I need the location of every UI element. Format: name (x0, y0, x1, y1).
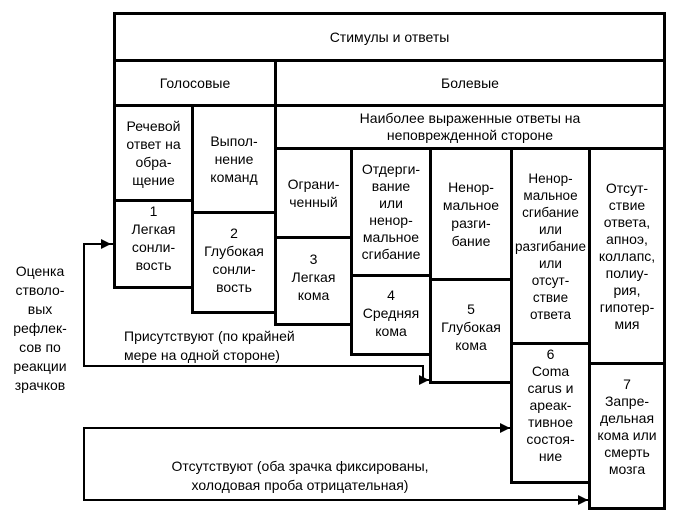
best-response-label: Наиболее выраженные ответы на неповрежде… (359, 110, 581, 143)
present-label: Присутствуют (по крайней мере на одной с… (124, 328, 295, 363)
stage-7: 7 Запре- дельная кома или смерть мозга (588, 362, 666, 510)
stimuli-header-label: Стимулы и ответы (329, 29, 450, 45)
absent-label: Отсутствуют (оба зрачка фиксированы, хол… (171, 458, 429, 493)
stage-4-label: 4 Средняя кома (362, 287, 420, 339)
response-col-withdrawal-label: Отдерги- вание или ненор- мальное сгибан… (361, 161, 421, 262)
response-col-commands-label: Выпол- нение команд (210, 133, 258, 185)
response-col-no-response: Отсут- ствие ответа, апноэ, коллапс, пол… (588, 147, 666, 365)
stage-7-label: 7 Запре- дельная кома или смерть мозга (597, 376, 657, 477)
stage-3-label: 3 Легкая кома (291, 251, 336, 303)
pain-header: Болевые (274, 59, 666, 107)
pupil-reflex-label: Оценка стволо- вых рефлек- сов по реакци… (13, 263, 67, 393)
stage-5-label: 5 Глубокая кома (441, 301, 501, 353)
response-col-extension-label: Ненор- мальное разги- бание (442, 179, 500, 249)
response-col-limited-label: Ограни- ченный (287, 176, 340, 210)
stage-1-label: 1 Легкая сонли- вость (131, 203, 176, 273)
response-col-limited: Ограни- ченный (274, 147, 353, 239)
stage-5: 5 Глубокая кома (429, 278, 513, 384)
response-col-speech-label: Речевой ответ на обра- щение (126, 118, 181, 188)
response-col-speech: Речевой ответ на обра- щение (113, 104, 194, 202)
stage-6-label: 6 Coma carus и ареак- тивное состоя- ние (526, 346, 575, 464)
response-col-flexion-extension-label: Ненор- мальное сгибание или разгибание и… (515, 170, 586, 322)
response-col-commands: Выпол- нение команд (191, 104, 277, 214)
stage-3: 3 Легкая кома (274, 236, 353, 326)
pain-header-label: Болевые (441, 75, 499, 91)
stimuli-header: Стимулы и ответы (113, 12, 666, 62)
stage-1: 1 Легкая сонли- вость (113, 199, 194, 289)
voice-header-label: Голосовые (159, 75, 231, 91)
response-col-no-response-label: Отсут- ствие ответа, апноэ, коллапс, пол… (598, 179, 656, 332)
response-col-withdrawal: Отдерги- вание или ненор- мальное сгибан… (350, 147, 432, 277)
stage-2-label: 2 Глубокая сонли- вость (204, 225, 264, 295)
response-col-extension: Ненор- мальное разги- бание (429, 147, 513, 281)
